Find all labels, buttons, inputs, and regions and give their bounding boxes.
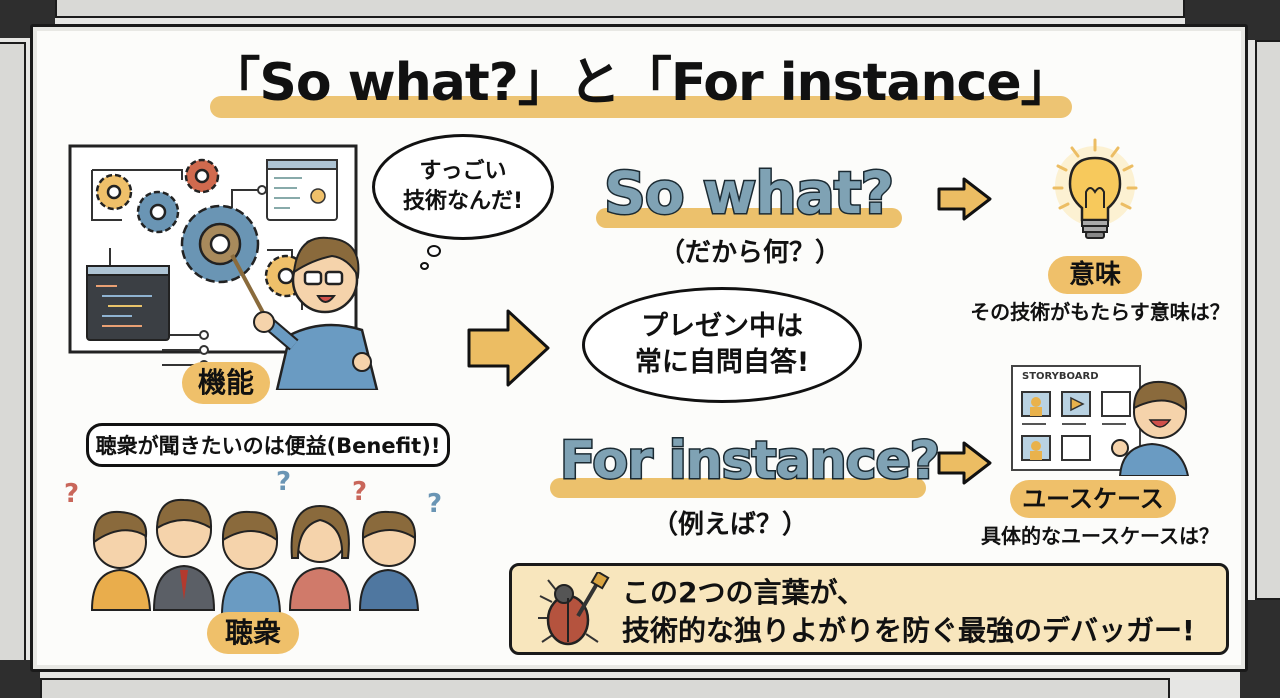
question-mark-icon: ?	[64, 479, 79, 509]
audience-speech-text: 聴衆が聞きたいのは便益(Benefit)!	[95, 434, 441, 458]
thought-dot	[427, 245, 441, 257]
frame-panel	[55, 0, 1185, 18]
audience-illustration: ? ? ? ?	[64, 470, 442, 616]
conclusion-line2: 技術的な独りよがりを防ぐ最強のデバッガー!	[622, 614, 1195, 647]
audience-speech-bubble: 聴衆が聞きたいのは便益(Benefit)!	[86, 423, 450, 467]
question-mark-icon: ?	[352, 477, 367, 507]
lightbulb-icon	[1052, 138, 1138, 239]
self-question-bubble: プレゼン中は 常に自問自答!	[582, 287, 862, 403]
conclusion-line1: この2つの言葉が、	[622, 576, 865, 609]
title-block: 「So what?」と「For instance」	[200, 48, 1080, 126]
thought-dot	[420, 262, 429, 270]
arrow-right-icon	[937, 441, 992, 485]
audience-label: 聴衆	[207, 612, 299, 654]
presenter-thought-bubble: すっごい 技術なんだ!	[372, 134, 554, 240]
storyboard-illustration	[1011, 365, 1190, 476]
question-mark-icon: ?	[427, 489, 442, 519]
for-instance-subtitle: （例えば？）	[651, 510, 808, 540]
usecase-caption: 具体的なユースケースは？	[981, 524, 1219, 548]
tech-diagram-illustration	[68, 144, 379, 390]
page-title: 「So what?」と「For instance」	[208, 53, 1072, 113]
frame-panel	[0, 42, 26, 662]
frame-panel	[40, 678, 1170, 698]
frame-panel	[1255, 40, 1280, 600]
for-instance-heading: For instance?	[559, 430, 942, 493]
bug-debugger-icon	[538, 572, 610, 646]
feature-label: 機能	[182, 362, 270, 404]
so-what-heading: So what?	[602, 158, 895, 229]
self-question-line2: 常に自問自答!	[634, 347, 810, 378]
title-highlight	[210, 96, 1072, 118]
conclusion-text: この2つの言葉が、 技術的な独りよがりを防ぐ最強のデバッガー!	[622, 574, 1195, 650]
so-what-highlight	[596, 208, 902, 228]
meaning-caption: その技術がもたらす意味は？	[970, 300, 1230, 324]
arrow-right-icon	[467, 309, 550, 387]
so-what-subtitle: （だから何？）	[658, 238, 841, 268]
storyboard-label: STORYBOARD	[1022, 371, 1099, 382]
arrow-right-icon	[937, 177, 992, 221]
conclusion-banner: この2つの言葉が、 技術的な独りよがりを防ぐ最強のデバッガー!	[509, 563, 1229, 655]
for-instance-highlight	[550, 478, 926, 498]
question-mark-icon: ?	[276, 470, 291, 497]
presenter-thought-line2: 技術なんだ!	[402, 189, 524, 214]
meaning-label: 意味	[1048, 256, 1142, 294]
presenter-thought-line1: すっごい	[419, 159, 507, 184]
usecase-label: ユースケース	[1010, 480, 1176, 518]
self-question-line1: プレゼン中は	[640, 311, 803, 342]
